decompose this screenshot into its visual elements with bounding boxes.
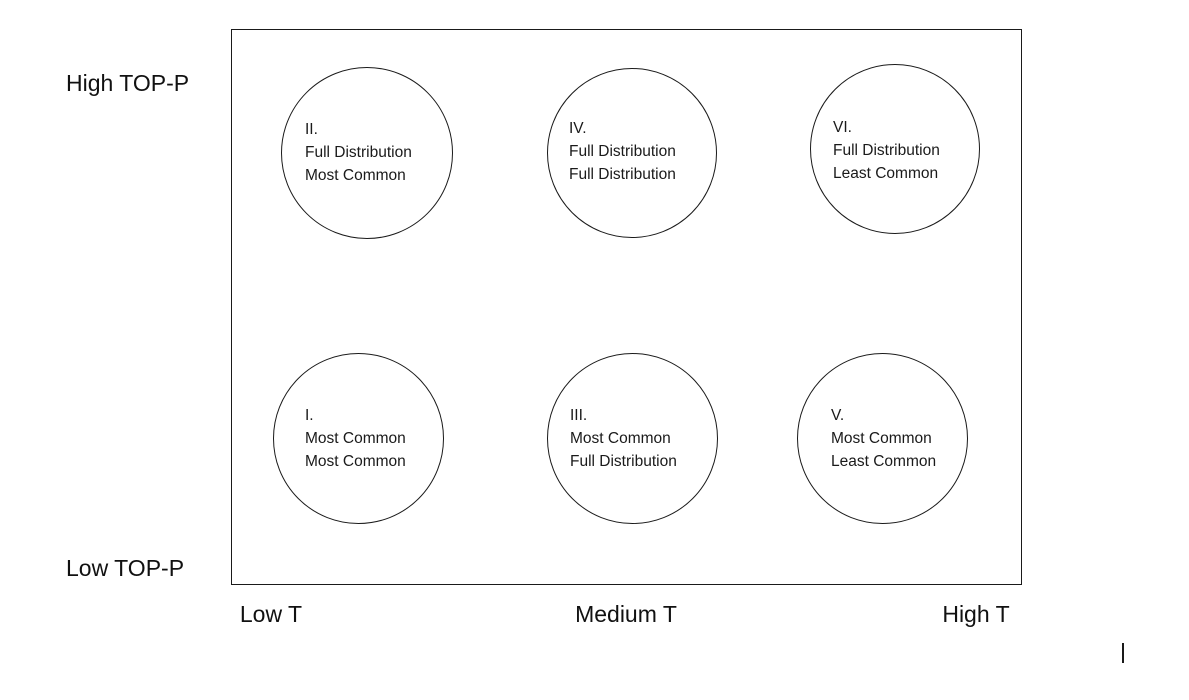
quadrant-label-iv: IV. Full Distribution Full Distribution — [569, 117, 676, 186]
quadrant-label-i: I. Most Common Most Common — [305, 404, 406, 473]
quadrant-roman-i: I. — [305, 407, 314, 424]
quadrant-label-ii: II. Full Distribution Most Common — [305, 118, 412, 187]
quadrant-line-bottom-ii: Most Common — [305, 167, 406, 184]
x-axis-tick-medium-t: Medium T — [575, 601, 677, 627]
text-caret-mark — [1122, 643, 1124, 663]
quadrant-roman-ii: II. — [305, 121, 318, 138]
quadrant-line-top-iii: Most Common — [570, 430, 671, 447]
quadrant-line-bottom-i: Most Common — [305, 453, 406, 470]
quadrant-line-bottom-v: Least Common — [831, 453, 937, 470]
quadrant-label-vi: VI. Full Distribution Least Common — [833, 116, 940, 185]
quadrant-label-v: V. Most Common Least Common — [831, 404, 936, 473]
quadrant-label-iii: III. Most Common Full Distribution — [570, 404, 677, 473]
quadrant-line-top-vi: Full Distribution — [833, 142, 940, 159]
quadrant-circle-vi — [810, 64, 980, 234]
quadrant-roman-iv: IV. — [569, 120, 587, 137]
quadrant-circle-iv — [547, 68, 717, 238]
quadrant-roman-v: V. — [831, 407, 845, 424]
y-axis-label-high: High TOP-P — [66, 70, 190, 96]
quadrant-line-bottom-vi: Least Common — [833, 165, 939, 182]
y-axis-label-low: Low TOP-P — [66, 555, 185, 581]
quadrant-line-bottom-iii: Full Distribution — [570, 453, 677, 470]
quadrant-roman-vi: VI. — [833, 119, 852, 136]
quadrant-circle-v — [797, 353, 968, 524]
quadrant-roman-iii: III. — [570, 407, 588, 424]
quadrant-circle-iii — [547, 353, 718, 524]
quadrant-circle-ii — [281, 67, 453, 239]
x-axis-tick-high-t: High T — [942, 601, 1010, 627]
quadrant-line-top-ii: Full Distribution — [305, 144, 412, 161]
quadrant-circle-i — [273, 353, 444, 524]
quadrant-line-top-i: Most Common — [305, 430, 406, 447]
quadrant-line-top-iv: Full Distribution — [569, 143, 676, 160]
quadrant-line-top-v: Most Common — [831, 430, 932, 447]
x-axis-tick-low-t: Low T — [239, 601, 303, 627]
quadrant-line-bottom-iv: Full Distribution — [569, 166, 676, 183]
